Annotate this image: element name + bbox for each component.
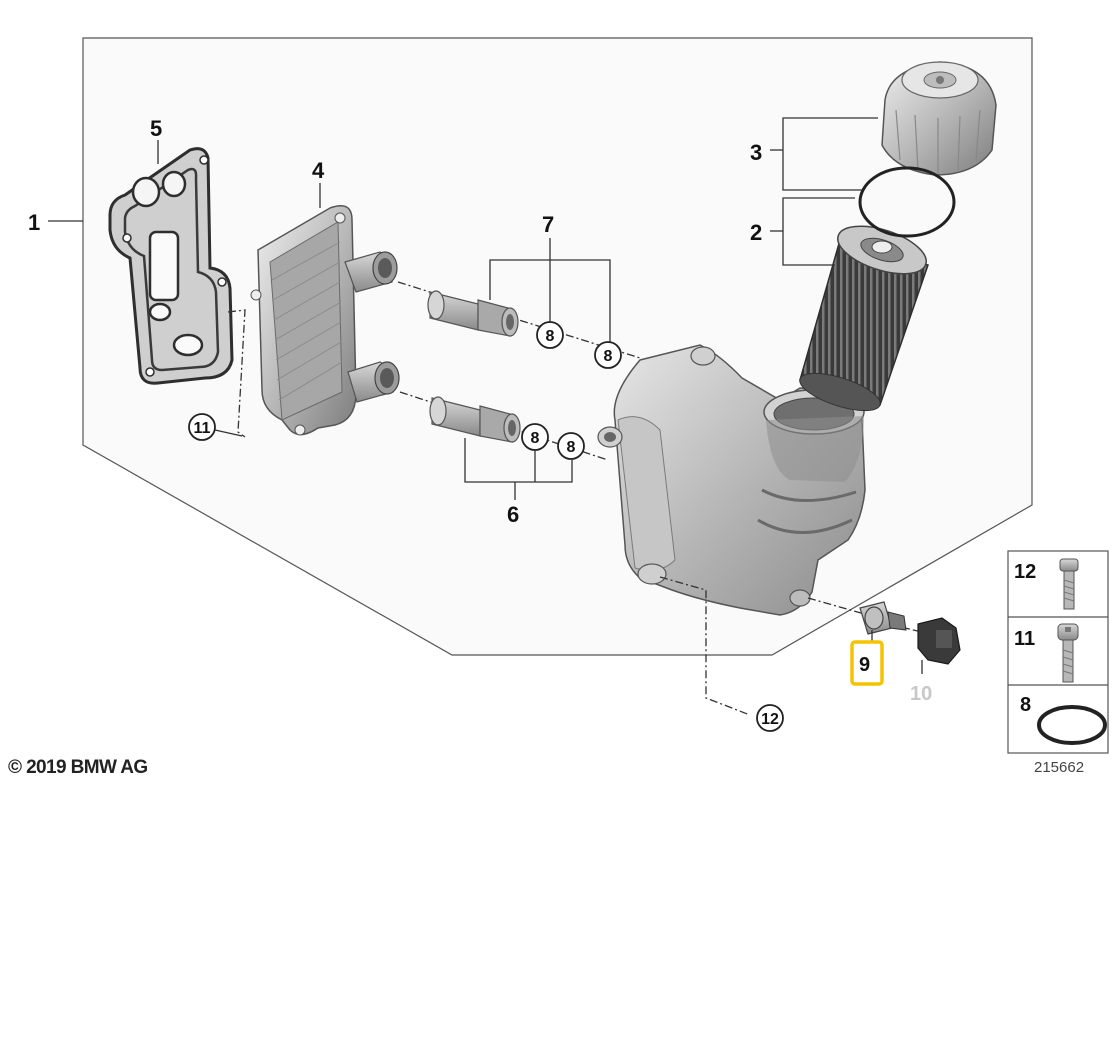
circled-label-12 xyxy=(756,704,784,732)
socket-bolt-icon xyxy=(1057,623,1079,683)
oil-filter-housing xyxy=(597,344,866,616)
legend-label-12: 12 xyxy=(1014,561,1036,583)
circled-label-11 xyxy=(188,413,216,441)
legend-label-11: 11 xyxy=(1014,628,1035,650)
legend-label-8: 8 xyxy=(1020,694,1031,716)
callout-10: 10 xyxy=(910,683,932,705)
callout-6: 6 xyxy=(507,502,519,527)
bracket-2 xyxy=(770,197,855,266)
highlight-box-9 xyxy=(850,640,884,686)
bracket-7 xyxy=(489,238,611,345)
callout-3: 3 xyxy=(750,140,762,165)
oil-pressure-sensor-part xyxy=(859,601,907,642)
callout-5: 5 xyxy=(150,116,162,141)
filter-cap-part xyxy=(858,61,997,238)
bracket-3 xyxy=(770,117,878,191)
o-ring-icon xyxy=(1037,705,1107,745)
circled-label-8-c-text: 8 xyxy=(531,430,540,447)
callout-1: 1 xyxy=(28,210,40,235)
legend-table: 12 11 8 xyxy=(1007,550,1109,754)
bracket-6 xyxy=(464,438,573,500)
bolt-path-12 xyxy=(659,576,751,716)
oil-cooler-part xyxy=(250,205,400,436)
axis-line-sensor xyxy=(807,597,869,616)
circled-label-11-text: 11 xyxy=(194,420,211,437)
pipe-connector-upper xyxy=(427,290,519,337)
circled-label-8-d xyxy=(557,432,585,460)
callout-7: 7 xyxy=(542,212,554,237)
pipe-connector-lower xyxy=(429,396,521,443)
circled-label-8-a xyxy=(536,321,564,349)
gasket-part xyxy=(108,147,234,385)
callout-4: 4 xyxy=(312,158,325,183)
circled-label-8-b xyxy=(594,341,622,369)
connector-part xyxy=(904,617,961,674)
bolt-icon xyxy=(1059,558,1079,610)
copyright-notice: © 2019 BMW AG xyxy=(8,757,148,778)
circled-label-8-b-text: 8 xyxy=(604,348,613,365)
callout-2: 2 xyxy=(750,220,762,245)
diagram-number: 215662 xyxy=(1034,759,1085,776)
circled-label-8-a-text: 8 xyxy=(546,328,555,345)
filter-element-part xyxy=(799,225,929,412)
circled-label-12-text: 12 xyxy=(761,711,779,728)
circled-label-8-d-text: 8 xyxy=(567,439,576,456)
callout-9: 9 xyxy=(859,654,870,676)
